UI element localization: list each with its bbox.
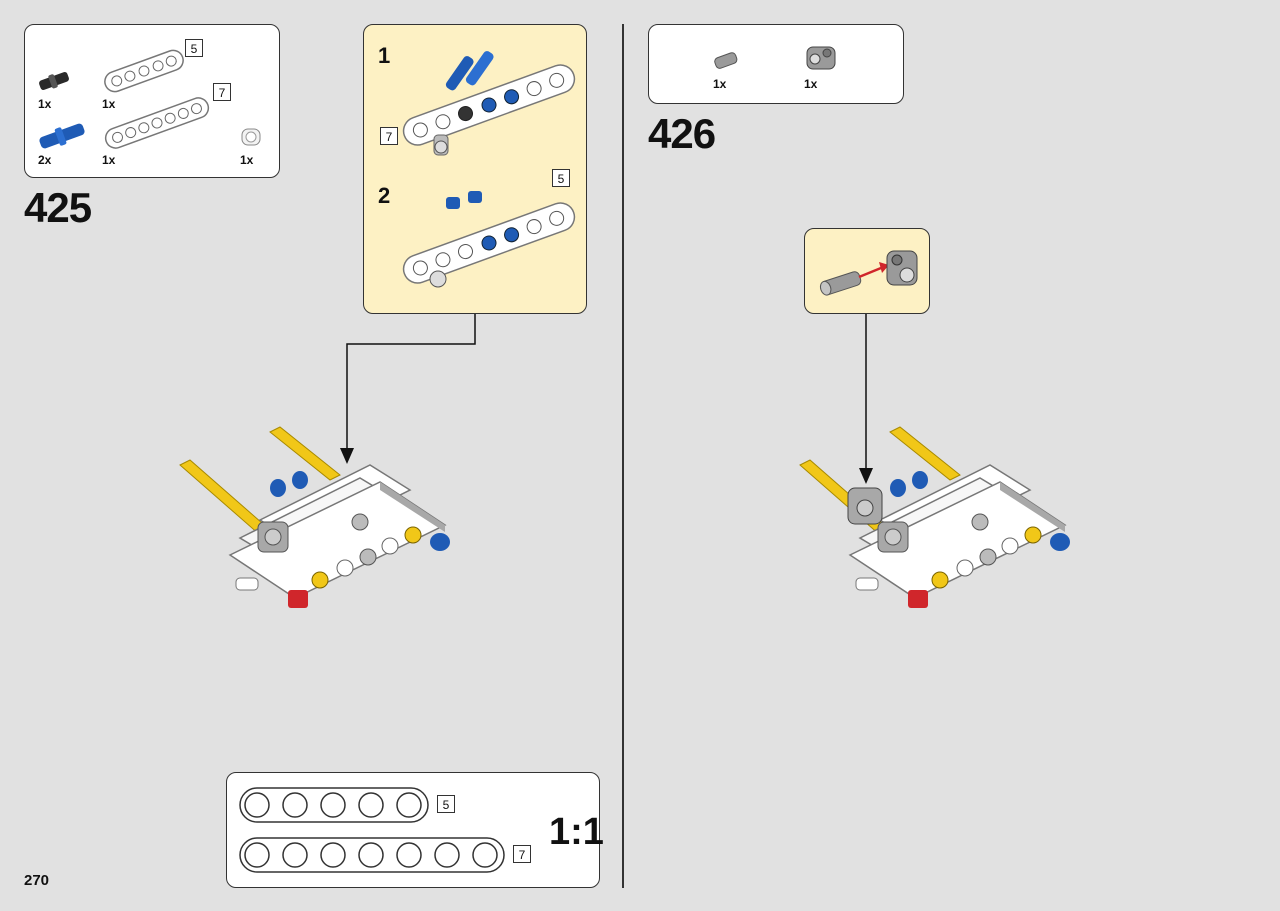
qty-beam-7: 1x bbox=[102, 153, 116, 167]
cross-block-icon bbox=[806, 46, 836, 70]
blue-pin-icon bbox=[39, 123, 85, 149]
beam-7-icon bbox=[104, 97, 210, 149]
step-number-426: 426 bbox=[648, 110, 716, 157]
bush-icon bbox=[241, 128, 261, 146]
substep-2-label: 2 bbox=[378, 183, 391, 208]
parts-list-426: 1x 1x bbox=[648, 24, 904, 104]
scale-reference: 5 7 1:1 bbox=[226, 772, 604, 888]
gray-pin-icon bbox=[714, 52, 738, 69]
substep-1-assembly bbox=[402, 51, 576, 156]
qty-blue-pin: 2x bbox=[38, 153, 52, 167]
parts-list-425: 1x 5 1x 7 1x 2x bbox=[24, 24, 280, 178]
main-assembly-426 bbox=[799, 426, 1070, 608]
qty-cross-block: 1x bbox=[804, 77, 818, 91]
qty-bush: 1x bbox=[240, 153, 254, 167]
step-number-425: 425 bbox=[24, 184, 92, 231]
page-number: 270 bbox=[24, 872, 50, 889]
substep-1-label: 1 bbox=[378, 43, 391, 68]
qty-beam-5: 1x bbox=[102, 97, 116, 111]
length-label-7: 7 bbox=[213, 83, 231, 101]
scale-beam-7 bbox=[239, 837, 505, 873]
scale-label: 1:1 bbox=[549, 811, 604, 853]
main-assembly-425 bbox=[179, 426, 450, 608]
page-divider bbox=[622, 24, 624, 888]
length-label-5: 5 bbox=[185, 39, 203, 57]
callout-426 bbox=[804, 228, 930, 314]
qty-gray-pin: 1x bbox=[713, 77, 727, 91]
substep-2-assembly bbox=[402, 191, 576, 288]
substep-2-length: 5 bbox=[552, 169, 570, 187]
scale-length-5: 5 bbox=[437, 795, 455, 813]
black-pin-icon bbox=[39, 72, 69, 90]
scale-beam-5 bbox=[239, 787, 429, 823]
beam-5-icon bbox=[104, 49, 184, 93]
scale-length-7: 7 bbox=[513, 845, 531, 863]
pin-into-block-detail bbox=[819, 250, 918, 296]
qty-black-pin: 1x bbox=[38, 97, 52, 111]
subassembly-callout: 1 7 2 5 bbox=[363, 24, 587, 314]
substep-1-length: 7 bbox=[380, 127, 398, 145]
